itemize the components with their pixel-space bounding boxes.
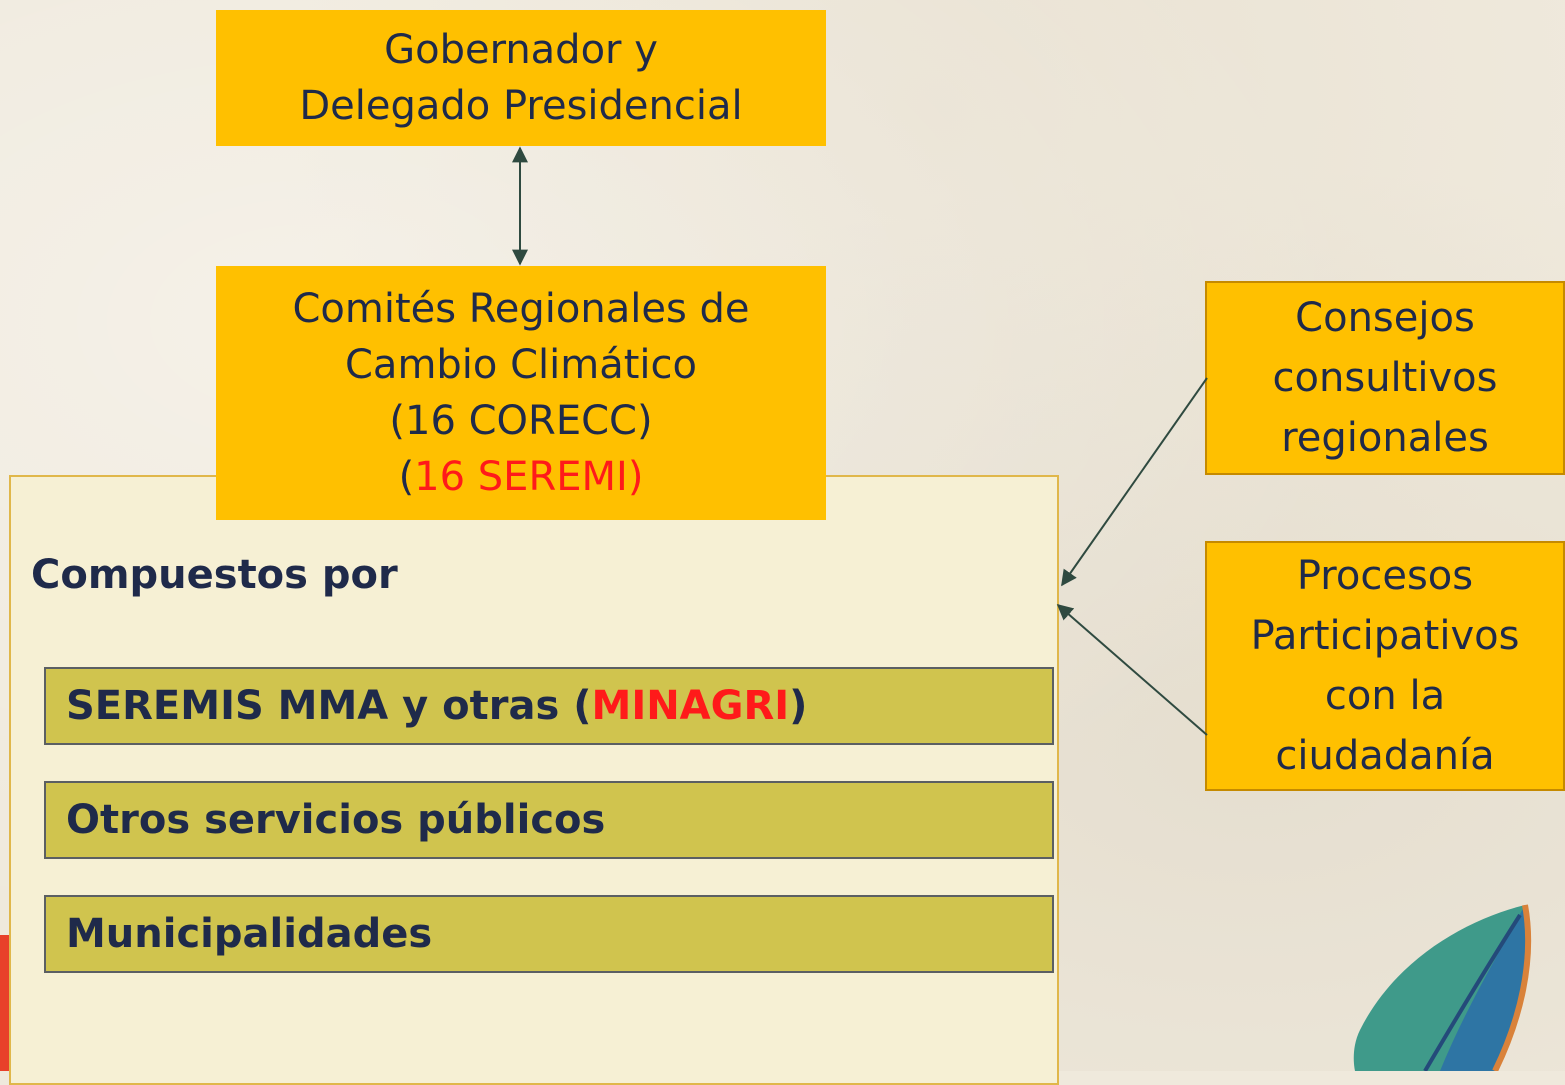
composition-title: Compuestos por bbox=[31, 552, 398, 598]
procesos-line-2: Participativos bbox=[1250, 613, 1520, 659]
consejos-line-3: regionales bbox=[1281, 415, 1489, 461]
consejos-line-2: consultivos bbox=[1272, 355, 1498, 401]
leaf-rim bbox=[1492, 904, 1532, 1071]
decorative-red-bar bbox=[0, 935, 9, 1071]
member-servicios-publicos-label: Otros servicios públicos bbox=[66, 797, 606, 843]
committees-box: Comités Regionales de Cambio Climático (… bbox=[216, 266, 826, 520]
member-municipalidades: Municipalidades bbox=[44, 895, 1054, 973]
member-seremis-highlight: MINAGRI bbox=[591, 683, 790, 729]
committees-line-2: Cambio Climático bbox=[345, 342, 697, 388]
consejos-line-1: Consejos bbox=[1295, 295, 1475, 341]
member-seremis: SEREMIS MMA y otras (MINAGRI) bbox=[44, 667, 1054, 745]
member-municipalidades-label: Municipalidades bbox=[66, 911, 433, 957]
procesos-line-3: con la bbox=[1324, 673, 1446, 719]
member-servicios-publicos: Otros servicios públicos bbox=[44, 781, 1054, 859]
procesos-box: Procesos Participativos con la ciudadaní… bbox=[1205, 541, 1565, 791]
procesos-line-1: Procesos bbox=[1296, 553, 1474, 599]
procesos-line-4: ciudadanía bbox=[1275, 733, 1495, 779]
governor-box: Gobernador y Delegado Presidencial bbox=[216, 10, 826, 146]
governor-line-2: Delegado Presidencial bbox=[299, 83, 743, 129]
leaf-shade bbox=[1440, 905, 1529, 1071]
leaf-vein bbox=[1423, 913, 1522, 1071]
committees-line-1: Comités Regionales de bbox=[292, 286, 750, 332]
consejos-box: Consejos consultivos regionales bbox=[1205, 281, 1565, 475]
committees-line-4: (16 SEREMI) bbox=[399, 449, 644, 505]
composition-panel: Compuestos por SEREMIS MMA y otras (MINA… bbox=[9, 475, 1059, 1085]
member-seremis-suffix: ) bbox=[789, 683, 808, 729]
leaf-illustration bbox=[1353, 904, 1532, 1071]
committees-line-3: (16 CORECC) bbox=[389, 398, 653, 444]
committees-seremi-count: 16 SEREMI) bbox=[414, 454, 644, 500]
governor-line-1: Gobernador y bbox=[384, 27, 658, 73]
member-seremis-label: SEREMIS MMA y otras ( bbox=[66, 683, 592, 729]
committees-seremi-paren: ( bbox=[398, 454, 415, 500]
